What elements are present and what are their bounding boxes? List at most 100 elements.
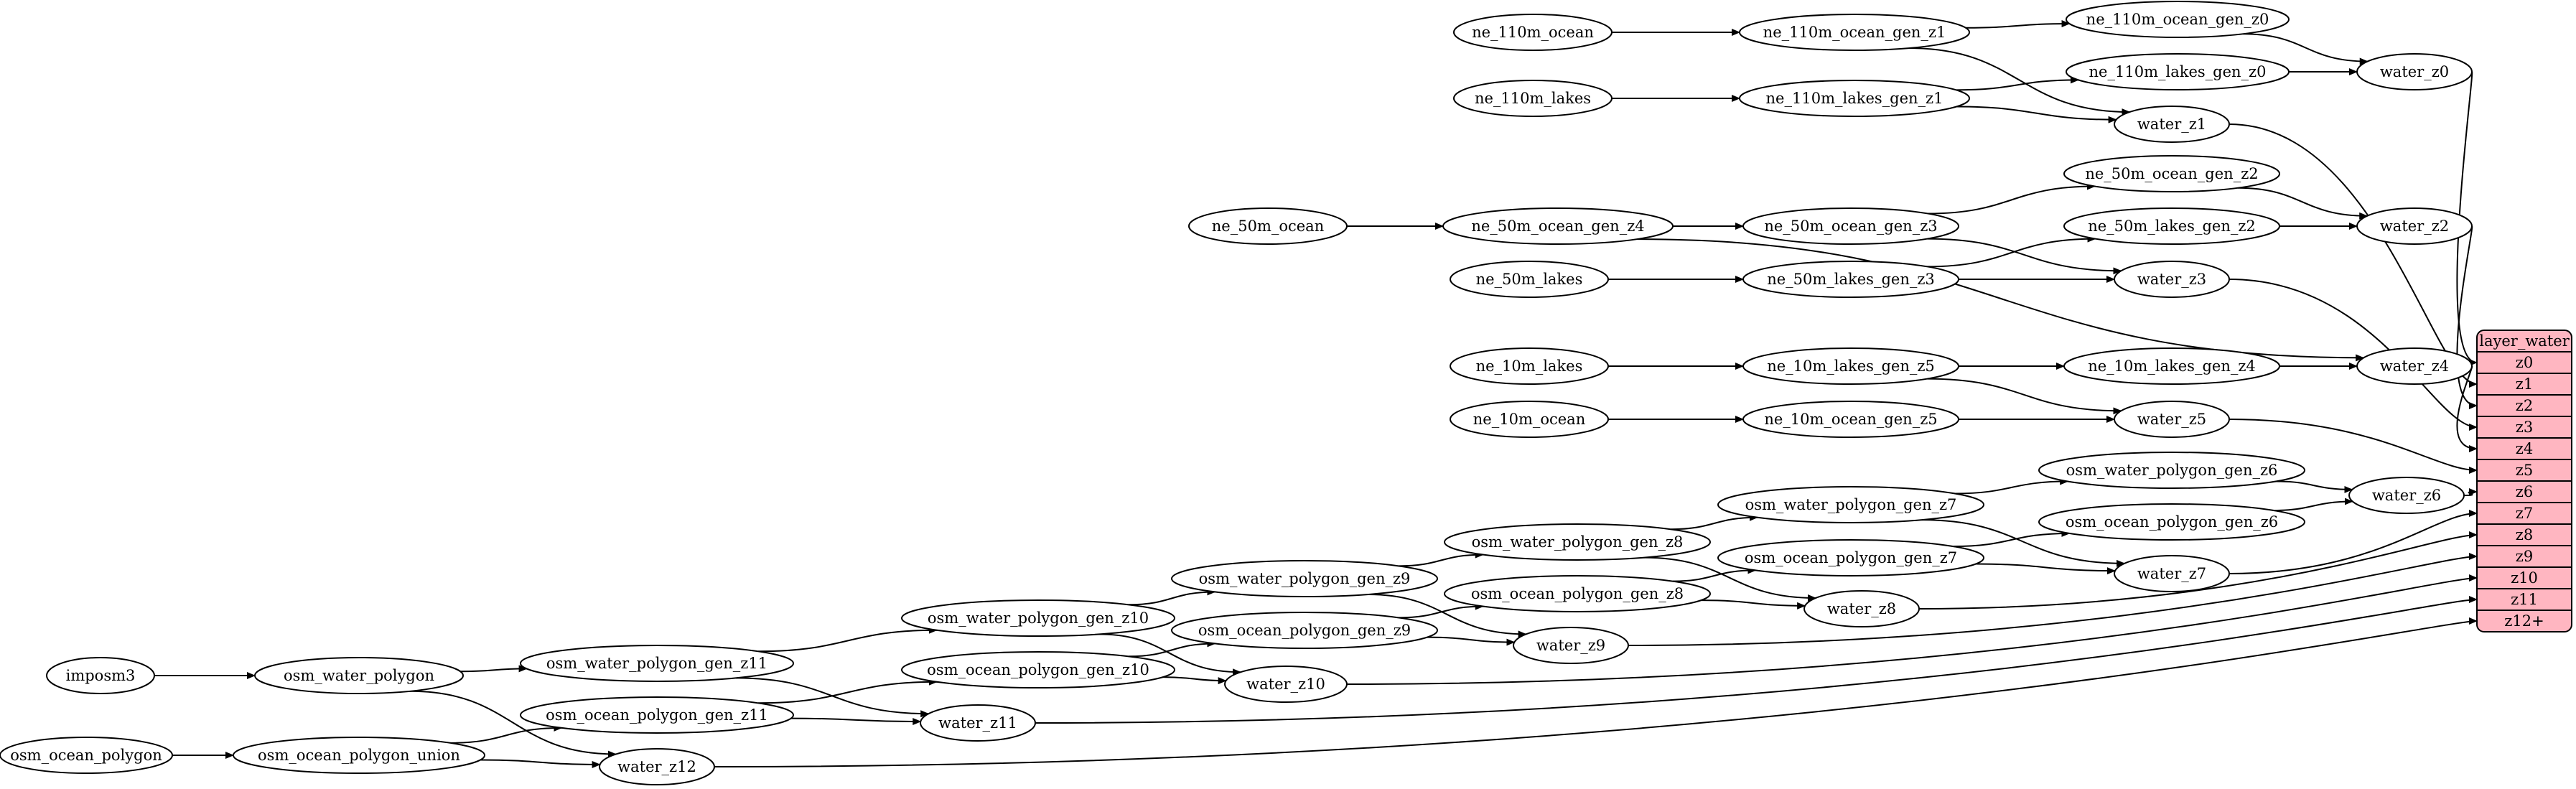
node-ellipse [2356, 347, 2473, 385]
node-label: water_z12 [617, 758, 696, 775]
node-water-z12: water_z12 [599, 748, 715, 785]
edge-osm-ocean-polygon-union-to-osm-ocean-polygon-gen-z11 [450, 724, 563, 744]
node-ellipse [2114, 106, 2230, 143]
node-label: water_z1 [2137, 116, 2206, 133]
edge-ne-50m-ocean-gen-z3-to-water-z3 [1927, 238, 2122, 275]
node-ellipse [2063, 347, 2280, 385]
record-field-z5: z5 [2516, 462, 2533, 479]
edge-osm-ocean-polygon-gen-z8-to-osm-ocean-polygon-gen-z7 [1672, 566, 1757, 582]
node-ellipse [46, 657, 155, 694]
node-label: osm_water_polygon_gen_z8 [1472, 533, 1684, 551]
edge-osm-water-polygon-gen-z8-to-osm-water-polygon-gen-z7 [1671, 513, 1758, 531]
node-label: osm_ocean_polygon_gen_z9 [1198, 622, 1411, 639]
node-ellipse [1739, 14, 1970, 51]
edges [154, 20, 2478, 768]
node-ellipse [1739, 80, 1970, 117]
edge-water-z1-to-layer-water-z1 [2229, 123, 2478, 388]
node-label: ne_50m_ocean_gen_z2 [2085, 165, 2258, 182]
node-ne-110m-lakes-gen-z0: ne_110m_lakes_gen_z0 [2066, 53, 2290, 90]
edge-osm-ocean-polygon-gen-z11-to-water-z11 [790, 717, 922, 726]
node-ellipse [2114, 261, 2230, 298]
record-title: layer_water [2479, 332, 2570, 350]
node-ellipse [2114, 555, 2230, 592]
edge-ne-110m-lakes-gen-z1-to-water-z1 [1956, 106, 2117, 123]
node-label: water_z11 [938, 714, 1017, 732]
node-label: ne_50m_ocean [1212, 218, 1324, 235]
node-ellipse [0, 737, 173, 774]
node-label: ne_10m_lakes [1476, 358, 1583, 375]
node-osm-ocean-polygon-gen-z7: osm_ocean_polygon_gen_z7 [1717, 539, 1984, 576]
edge-osm-water-polygon-gen-z11-to-osm-water-polygon-gen-z10 [758, 626, 938, 653]
node-water-z1: water_z1 [2114, 106, 2230, 143]
node-label: osm_ocean_polygon_gen_z10 [927, 661, 1149, 678]
node-ne-50m-ocean-gen-z2: ne_50m_ocean_gen_z2 [2063, 155, 2280, 192]
edge-osm-water-polygon-gen-z10-to-water-z10 [1098, 633, 1242, 676]
node-osm-ocean-polygon-gen-z11: osm_ocean_polygon_gen_z11 [520, 696, 794, 734]
edge-osm-water-polygon-gen-z9-to-osm-water-polygon-gen-z8 [1399, 551, 1484, 567]
node-ellipse [254, 657, 464, 694]
node-osm-ocean-polygon: osm_ocean_polygon [0, 737, 173, 774]
node-water-z3: water_z3 [2114, 261, 2230, 298]
node-ellipse [901, 651, 1175, 688]
edge-ne-110m-ocean-gen-z1-to-ne-110m-ocean-gen-z0 [1965, 20, 2071, 29]
node-ellipse [233, 737, 485, 774]
record-field-z12-: z12+ [2504, 612, 2544, 630]
node-ellipse [901, 599, 1175, 637]
record-field-z8: z8 [2516, 526, 2533, 543]
node-osm-water-polygon-gen-z9: osm_water_polygon_gen_z9 [1171, 560, 1438, 597]
node-label: ne_10m_ocean_gen_z5 [1764, 411, 1937, 428]
node-osm-water-polygon: osm_water_polygon [254, 657, 464, 694]
node-ellipse [1450, 401, 1609, 438]
node-label: osm_water_polygon_gen_z11 [546, 655, 767, 672]
node-ellipse [2356, 207, 2473, 245]
node-ellipse [920, 704, 1036, 742]
node-osm-ocean-polygon-gen-z10: osm_ocean_polygon_gen_z10 [901, 651, 1175, 688]
node-ellipse [1513, 627, 1629, 664]
node-water-z6: water_z6 [2348, 477, 2465, 514]
node-imposm3: imposm3 [46, 657, 155, 694]
node-label: ne_50m_ocean_gen_z3 [1764, 218, 1937, 235]
node-label: water_z0 [2380, 63, 2449, 80]
node-ne-50m-lakes-gen-z3: ne_50m_lakes_gen_z3 [1742, 261, 1959, 298]
edge-osm-water-polygon-gen-z9-to-water-z9 [1367, 594, 1527, 638]
record-field-z1: z1 [2516, 375, 2533, 393]
node-ellipse [1444, 575, 1711, 612]
node-ellipse [1188, 207, 1348, 245]
node-osm-ocean-polygon-gen-z8: osm_ocean_polygon_gen_z8 [1444, 575, 1711, 612]
node-ne-110m-lakes: ne_110m_lakes [1453, 80, 1613, 117]
node-ellipse [1171, 612, 1438, 649]
node-label: osm_water_polygon_gen_z10 [928, 610, 1149, 627]
node-label: osm_ocean_polygon_gen_z8 [1471, 585, 1684, 602]
edge-osm-water-polygon-gen-z7-to-osm-water-polygon-gen-z6 [1954, 477, 2069, 495]
node-ne-10m-lakes-gen-z5: ne_10m_lakes_gen_z5 [1742, 347, 1959, 385]
node-osm-water-polygon-gen-z6: osm_water_polygon_gen_z6 [2038, 452, 2305, 489]
edge-water-z8-to-layer-water-z8 [1918, 531, 2478, 610]
node-label: ne_110m_ocean_gen_z0 [2086, 11, 2269, 28]
record-field-z3: z3 [2516, 419, 2533, 436]
node-label: ne_110m_lakes [1475, 90, 1591, 107]
node-label: ne_110m_ocean_gen_z1 [1763, 24, 1946, 41]
node-ellipse [1442, 207, 1674, 245]
node-ellipse [1742, 347, 1959, 385]
edge-osm-ocean-polygon-gen-z11-to-osm-ocean-polygon-gen-z10 [758, 678, 938, 704]
node-ne-10m-lakes-gen-z4: ne_10m_lakes_gen_z4 [2063, 347, 2280, 385]
node-ellipse [2356, 53, 2473, 90]
node-ellipse [1224, 666, 1348, 703]
node-label: water_z5 [2137, 411, 2206, 428]
edge-osm-water-polygon-to-water-z12 [410, 690, 617, 758]
node-ellipse [1742, 401, 1959, 438]
node-ne-50m-ocean-gen-z4: ne_50m_ocean_gen_z4 [1442, 207, 1674, 245]
edge-water-z2-to-layer-water-z2 [2456, 225, 2478, 409]
node-water-z10: water_z10 [1224, 666, 1348, 703]
layer-water-record: layer_waterz0z1z2z3z4z5z6z7z8z9z10z11z12… [2476, 330, 2572, 632]
node-label: ne_110m_lakes_gen_z0 [2089, 63, 2267, 80]
edge-water-z5-to-layer-water-z5 [2229, 419, 2478, 474]
node-ellipse [1717, 539, 1984, 576]
node-ellipse [1171, 560, 1438, 597]
node-ellipse [2038, 452, 2305, 489]
node-ellipse [2063, 155, 2280, 192]
node-label: ne_50m_lakes_gen_z2 [2088, 218, 2256, 235]
node-ellipse [2038, 503, 2305, 541]
